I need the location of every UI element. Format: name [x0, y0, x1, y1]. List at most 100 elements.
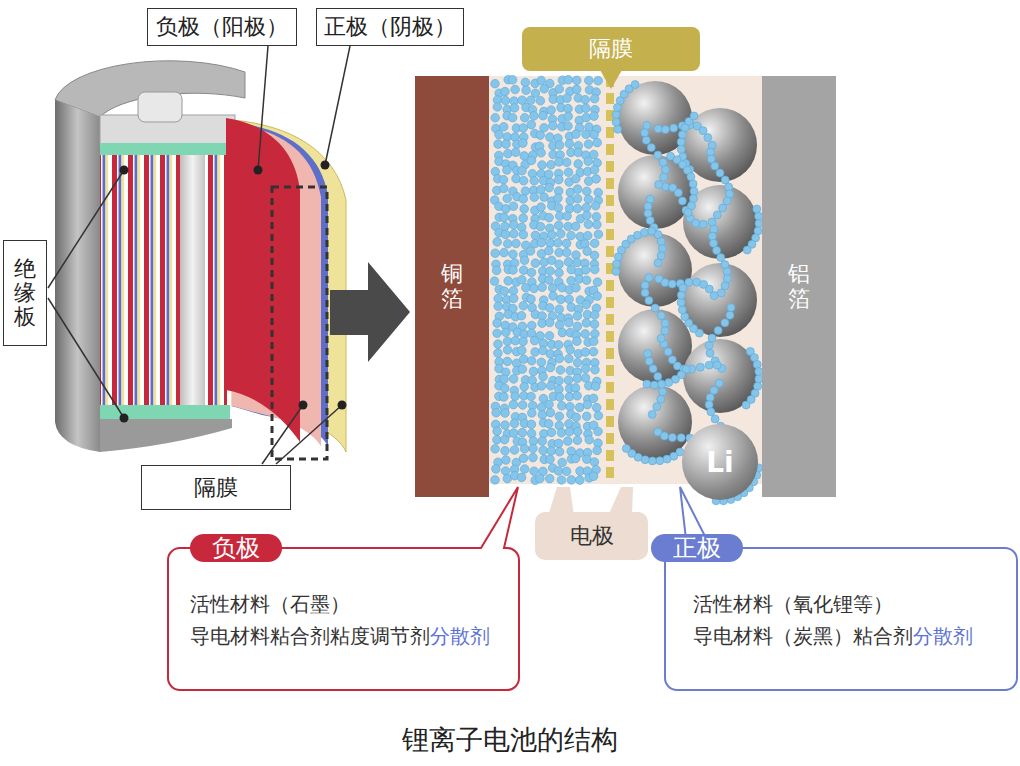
- aluminium-foil: 铝箔: [762, 76, 836, 497]
- carbon-dot: [753, 360, 761, 368]
- carbon-dot: [644, 350, 652, 358]
- graphite-dot: [511, 85, 520, 94]
- graphite-dot: [530, 467, 539, 476]
- graphite-dot: [521, 78, 530, 87]
- leader-line: [262, 405, 303, 464]
- carbon-dot: [661, 166, 669, 174]
- graphite-dot: [545, 318, 554, 327]
- oxide-sphere: [618, 233, 692, 307]
- graphite-dot: [529, 453, 538, 462]
- graphite-dot: [567, 231, 576, 240]
- callout-heading: 负极: [190, 534, 282, 562]
- graphite-dot: [557, 295, 566, 304]
- graphite-dot: [555, 376, 564, 385]
- carbon-dot: [742, 401, 750, 409]
- vertical-label: 铜箔: [441, 262, 463, 310]
- graphite-dot: [555, 141, 564, 150]
- graphite-dot: [492, 465, 501, 474]
- carbon-dot: [708, 334, 716, 342]
- label-box: 隔膜: [141, 465, 291, 510]
- carbon-dot: [711, 162, 719, 170]
- graphite-dot: [537, 358, 546, 367]
- carbon-dot: [622, 444, 630, 452]
- graphite-dot: [574, 160, 583, 169]
- carbon-dot: [684, 208, 692, 216]
- graphite-dot: [593, 138, 602, 147]
- detail-frame: [272, 187, 327, 459]
- graphite-dot: [573, 392, 582, 401]
- graphite-dot: [491, 249, 500, 258]
- graphite-dot: [576, 476, 585, 485]
- graphite-dot: [555, 260, 564, 269]
- vertical-label: 绝缘板: [14, 257, 36, 330]
- graphite-dot: [545, 474, 554, 483]
- graphite-dot: [494, 140, 503, 149]
- graphite-dot: [594, 188, 603, 197]
- carbon-dot: [674, 189, 682, 197]
- carbon-dot: [716, 169, 724, 177]
- graphite-dot: [590, 112, 599, 121]
- graphite-dot: [491, 445, 500, 454]
- graphite-dot: [504, 277, 513, 286]
- carbon-dot: [657, 252, 665, 260]
- carbon-dot: [721, 282, 729, 290]
- anode-sheet: [226, 118, 300, 442]
- graphite-dot: [499, 123, 508, 132]
- carbon-dot: [654, 151, 662, 159]
- carbon-dot: [699, 220, 707, 228]
- graphite-dot: [547, 447, 556, 456]
- graphite-dot: [520, 205, 529, 214]
- node-label: 正极（阴极）: [324, 12, 456, 42]
- graphite-dot: [538, 283, 547, 292]
- carbon-dot: [679, 284, 687, 292]
- carbon-dot: [659, 158, 667, 166]
- graphite-dot: [492, 266, 501, 275]
- graphite-dot: [494, 340, 503, 349]
- carbon-dot: [753, 205, 761, 213]
- carbon-dot: [661, 279, 669, 287]
- oxide-sphere: [683, 108, 757, 182]
- leader-line: [276, 405, 342, 464]
- graphite-dot: [509, 250, 518, 259]
- graphite-dot: [590, 94, 599, 103]
- graphite-dot: [571, 454, 580, 463]
- graphite-dot: [581, 348, 590, 357]
- graphite-dot: [566, 345, 575, 354]
- oxide-sphere: [618, 155, 692, 229]
- graphite-dot: [501, 87, 510, 96]
- graphite-dot: [540, 85, 549, 94]
- leader-line: [48, 298, 124, 418]
- graphite-dot: [494, 302, 503, 311]
- graphite-dot: [572, 174, 581, 183]
- graphite-dot: [526, 247, 535, 256]
- leader-dot: [338, 401, 347, 410]
- graphite-dot: [581, 266, 590, 275]
- graphite-dot: [548, 231, 557, 240]
- graphite-dot: [581, 364, 590, 373]
- carbon-dot: [642, 136, 650, 144]
- graphite-dot: [500, 435, 509, 444]
- carbon-dot: [648, 227, 656, 235]
- graphite-dot: [589, 337, 598, 346]
- graphite-dot: [565, 295, 574, 304]
- graphite-dot: [555, 175, 564, 184]
- graphite-dot: [503, 166, 512, 175]
- lithium-sphere: Li: [682, 424, 758, 500]
- graphite-dot: [528, 409, 537, 418]
- carbon-dot: [706, 394, 714, 402]
- carbon-dot: [651, 304, 659, 312]
- callout-text: 导电材料（炭黑）: [693, 624, 853, 648]
- graphite-dot: [509, 202, 518, 211]
- graphite-dot: [510, 419, 519, 428]
- carbon-dot: [721, 319, 729, 327]
- graphite-dot: [582, 104, 591, 113]
- graphite-dot: [581, 374, 590, 383]
- graphite-dot: [501, 96, 510, 105]
- graphite-dot: [562, 467, 571, 476]
- graphite-dot: [520, 465, 529, 474]
- separator-line: [606, 76, 614, 484]
- graphite-dot: [519, 266, 528, 275]
- graphite-dot: [582, 300, 591, 309]
- carbon-dot: [708, 218, 716, 226]
- graphite-dot: [584, 220, 593, 229]
